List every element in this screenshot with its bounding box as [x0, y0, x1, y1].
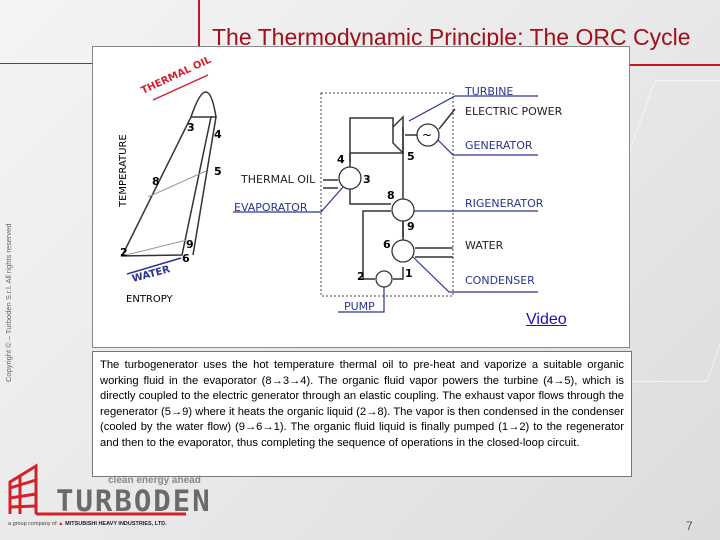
- video-link[interactable]: Video: [526, 311, 567, 328]
- plant-point-8: 8: [387, 189, 395, 202]
- plant-point-6: 6: [383, 238, 391, 251]
- logo-tagline: clean energy ahead: [108, 475, 201, 486]
- page-title: The Thermodynamic Principle: The ORC Cyc…: [212, 24, 691, 50]
- ts-entropy-label: ENTROPY: [126, 294, 174, 305]
- mitsubishi-logo-icon: ▲: [58, 521, 64, 527]
- generator-icon: [416, 123, 440, 147]
- plant-piping: [323, 108, 456, 280]
- pump-label: PUMP: [344, 300, 375, 313]
- ts-point-labels: 3 4 5 8 9 6 2: [120, 121, 222, 265]
- ts-expansion-line: [192, 116, 217, 256]
- copyright-notice: Copyright © – Turboden S.r.l. All rights…: [4, 223, 13, 382]
- ts-point-4: 4: [214, 128, 222, 141]
- leader-lines: [233, 95, 538, 313]
- rigenerator-icon: [391, 198, 415, 222]
- plant-point-4: 4: [337, 153, 345, 166]
- plant-components: [338, 123, 440, 288]
- condenser-label: CONDENSER: [465, 274, 535, 287]
- ts-point-6: 6: [182, 252, 190, 265]
- group-name: MITSUBISHI HEAVY INDUSTRIES, LTD.: [65, 521, 167, 527]
- thermal-oil-label: THERMAL OIL: [240, 173, 316, 186]
- rigenerator-label: RIGENERATOR: [465, 197, 544, 210]
- turboden-logo-icon: [8, 463, 186, 516]
- thermal-oil-arrow: [152, 74, 209, 101]
- ts-diagram: [120, 91, 217, 257]
- ts-dome: [190, 91, 217, 118]
- page-number: 7: [686, 519, 693, 533]
- ts-regen-line-low: [121, 239, 188, 257]
- plant-point-labels: 4 3 5 8 9 6 2 1: [337, 150, 415, 283]
- water-label: WATER: [465, 239, 504, 252]
- ts-regen-line: [147, 170, 207, 198]
- orc-diagram-svg: THERMAL OIL TEMPERATURE WATER ENTROPY 3 …: [118, 54, 563, 313]
- plant-point-1: 1: [405, 267, 413, 280]
- generator-symbol: ~: [422, 128, 432, 142]
- orc-diagram: THERMAL OIL TEMPERATURE WATER ENTROPY 3 …: [92, 46, 630, 348]
- group-company-line: a group company of ▲ MITSUBISHI HEAVY IN…: [8, 521, 167, 527]
- ts-point-5: 5: [214, 165, 222, 178]
- condenser-icon: [391, 239, 415, 263]
- plant-point-9: 9: [407, 220, 415, 233]
- evaporator-icon: [338, 166, 362, 190]
- plant-point-3: 3: [363, 173, 371, 186]
- plant-point-5: 5: [407, 150, 415, 163]
- generator-label: GENERATOR: [465, 139, 533, 152]
- ts-cycle-outline: [120, 116, 212, 257]
- turbine-label: TURBINE: [464, 85, 513, 98]
- ts-point-3: 3: [187, 121, 195, 134]
- system-boundary: [320, 92, 454, 297]
- pump-icon: [375, 270, 393, 288]
- ts-temperature-label: TEMPERATURE: [118, 134, 129, 208]
- evaporator-label: EVAPORATOR: [234, 201, 308, 214]
- water-arrow: [126, 257, 182, 275]
- ts-point-9: 9: [186, 238, 194, 251]
- logo-brand: TURBODEN: [56, 484, 212, 518]
- ts-point-2: 2: [120, 246, 128, 259]
- description-text: The turbogenerator uses the hot temperat…: [92, 351, 632, 477]
- group-prefix: a group company of: [8, 521, 57, 527]
- plant-labels: TURBINE ELECTRIC POWER GENERATOR THERMAL…: [234, 85, 563, 313]
- ts-thermal-oil-label: THERMAL OIL: [140, 54, 214, 96]
- plant-point-2: 2: [357, 270, 365, 283]
- electric-power-label: ELECTRIC POWER: [465, 105, 563, 118]
- ts-point-8: 8: [152, 175, 160, 188]
